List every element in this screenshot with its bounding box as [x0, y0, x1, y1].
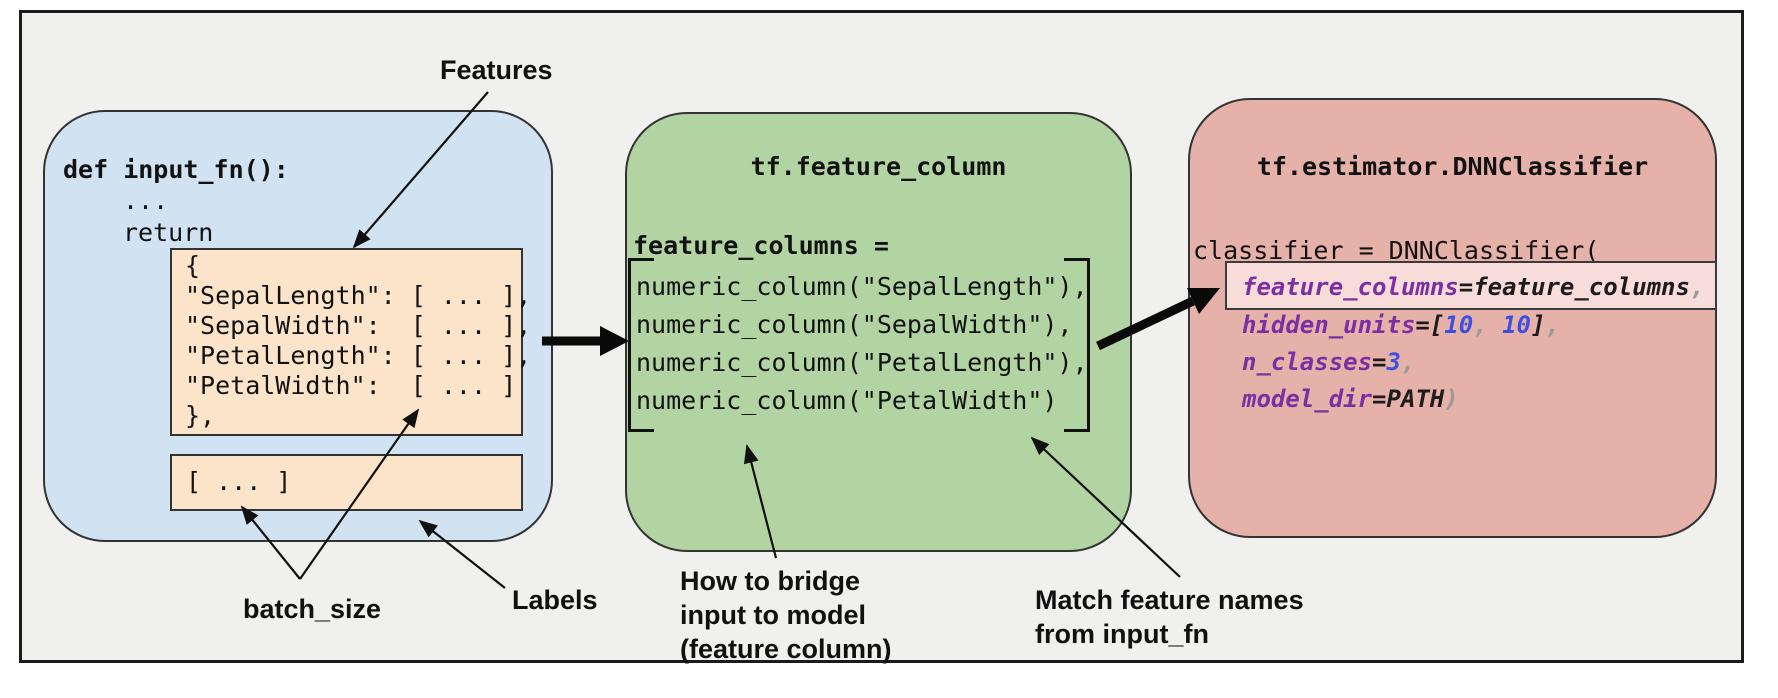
estimator-box: [1188, 98, 1717, 538]
dict-line: "SepalLength": [ ... ],: [185, 281, 532, 310]
label-match-line1: Match feature names: [1035, 585, 1304, 615]
code-classifier: classifier = DNNClassifier(: [1193, 236, 1600, 265]
numeric-column-line: numeric_column("PetalWidth"): [636, 386, 1058, 415]
code-ellipsis: ...: [123, 186, 169, 215]
arg-n-classes: n_classes=3,: [1242, 348, 1416, 376]
dict-line: "SepalWidth": [ ... ],: [185, 311, 532, 340]
bracket-right-icon: [1064, 258, 1090, 432]
label-match-line2: from input_fn: [1035, 619, 1209, 649]
dict-line: "PetalWidth": [ ... ]: [185, 371, 517, 400]
labels-list-text: [ ... ]: [186, 467, 292, 496]
numeric-column-line: numeric_column("PetalLength"),: [636, 348, 1088, 377]
label-batch-size: batch_size: [243, 594, 382, 624]
code-return: return: [123, 218, 214, 247]
bracket-left-icon: [628, 258, 654, 432]
arg-model-dir: model_dir=PATH): [1242, 385, 1459, 413]
arg-hidden-units: hidden_units=[10, 10],: [1242, 311, 1560, 339]
highlight-feature-columns-row: [1225, 261, 1717, 310]
arg-feature-columns: feature_columns=feature_columns,: [1242, 273, 1705, 301]
dict-line: {: [185, 251, 201, 280]
numeric-column-line: numeric_column("SepalLength"),: [636, 272, 1088, 301]
code-feature-columns-assign: feature_columns =: [633, 231, 889, 260]
label-labels: Labels: [512, 585, 598, 615]
feature-column-title: tf.feature_column: [750, 152, 1007, 181]
dict-line: "PetalLength": [ ... ],: [185, 341, 532, 370]
numeric-column-line: numeric_column("SepalWidth"),: [636, 310, 1073, 339]
label-bridge-line1: How to bridge: [680, 566, 860, 596]
label-bridge-line3: (feature column): [680, 634, 892, 664]
label-features: Features: [440, 55, 553, 85]
code-def-input-fn: def input_fn():: [63, 155, 289, 184]
dict-line: },: [185, 401, 216, 430]
estimator-title: tf.estimator.DNNClassifier: [1256, 152, 1649, 181]
label-bridge-line2: input to model: [680, 600, 866, 630]
